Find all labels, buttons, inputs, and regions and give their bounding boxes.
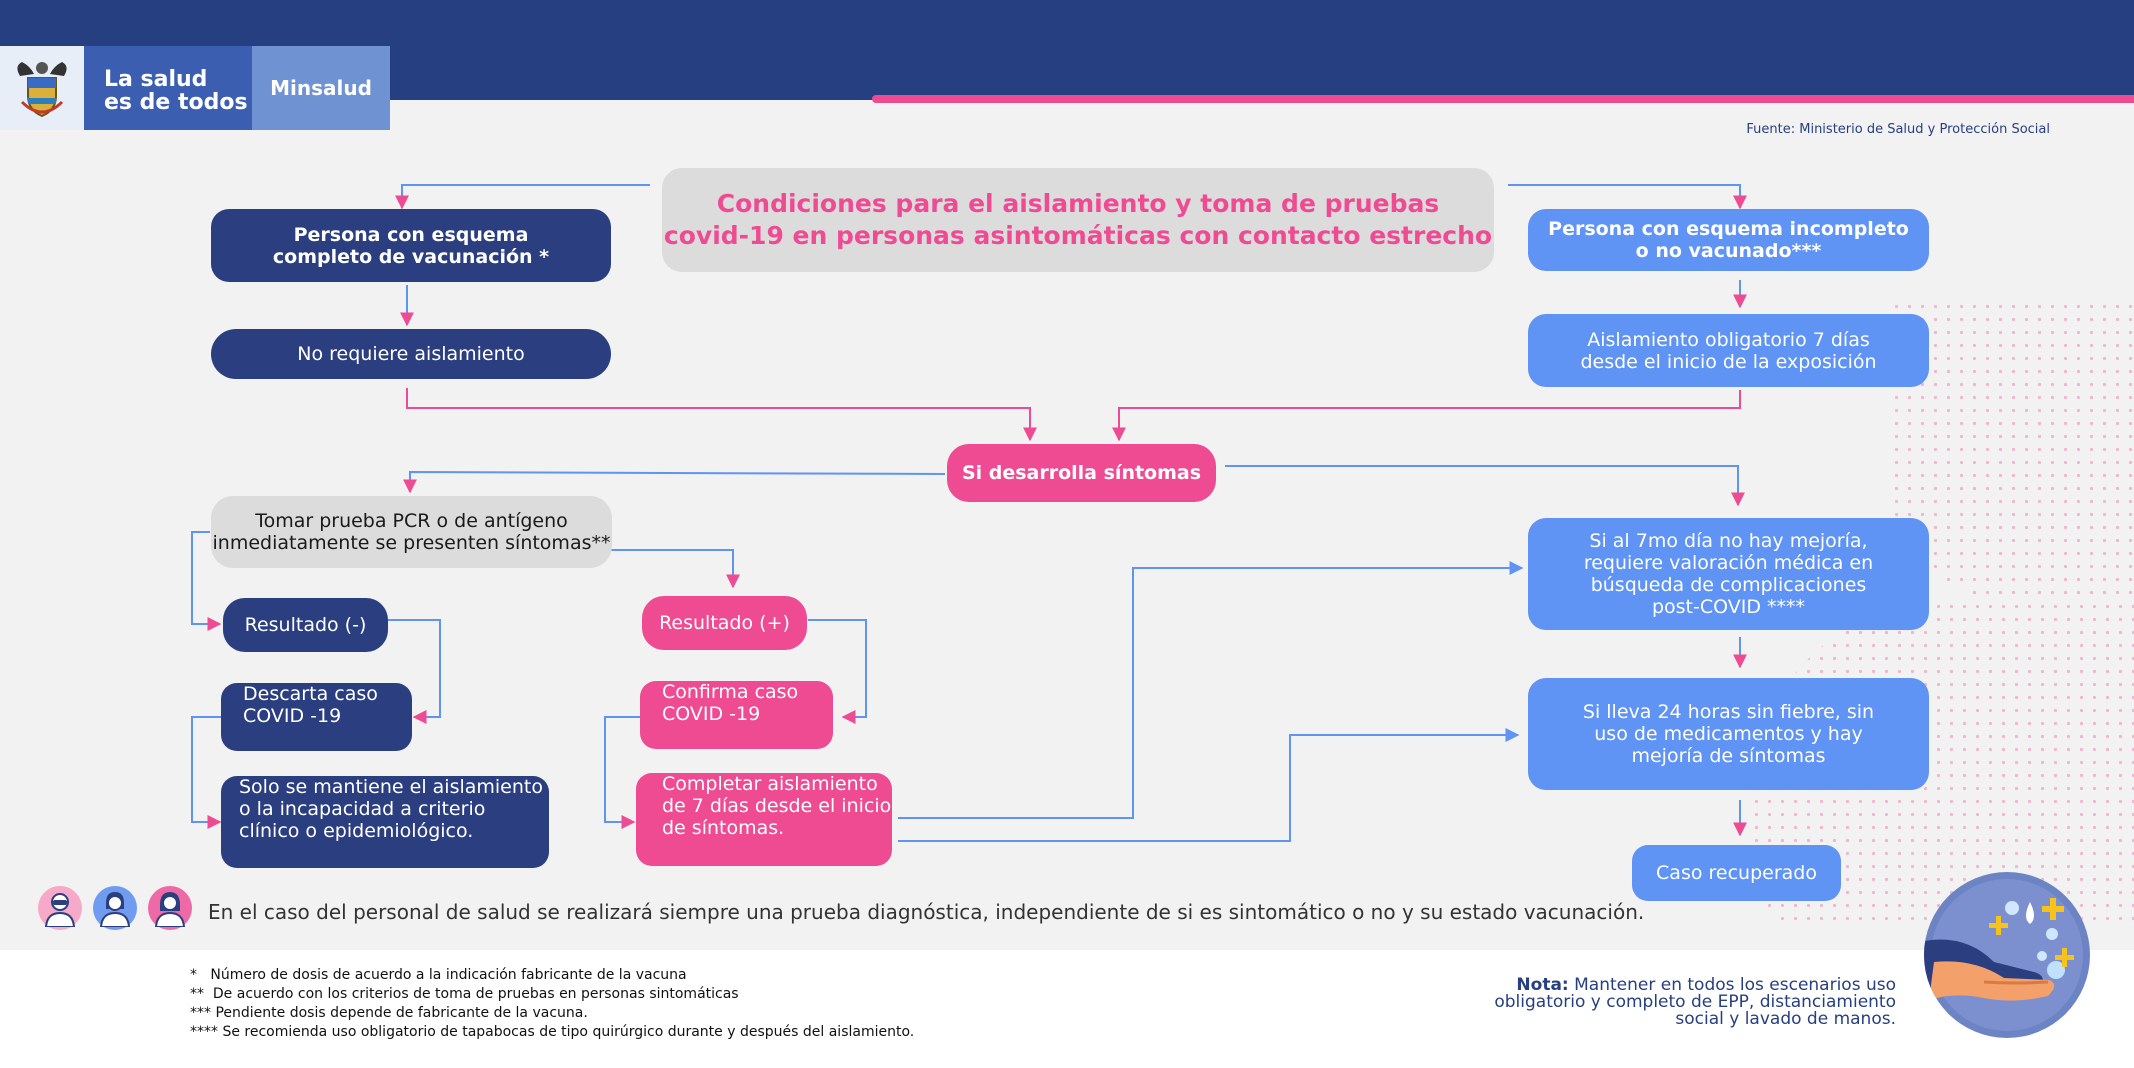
node-incomplete-vaccination: Persona con esquema incompleto o no vacu… [1528, 209, 1929, 271]
node-text: completo de vacunación * [272, 245, 550, 268]
health-worker-icon [148, 886, 192, 930]
ppe-note-line-1: Nota: Mantener en todos los escenarios u… [1390, 977, 1896, 994]
node-text: desde el inicio de la exposición [1580, 350, 1877, 373]
slogan-line-1: La salud [104, 67, 208, 92]
node-text: Solo se mantiene el aislamiento [239, 776, 543, 798]
nurse-icon [93, 886, 137, 930]
ppe-note-line-3: social y lavado de manos. [1675, 1009, 1896, 1029]
footer-bar [0, 950, 2134, 1068]
node-complete-vaccination: Persona con esquema completo de vacunaci… [211, 209, 611, 282]
node-text: Tomar prueba PCR o de antígeno [255, 510, 568, 532]
node-recovered: Caso recuperado [1632, 845, 1841, 901]
node-text: de síntomas. [662, 817, 785, 839]
ppe-note: Nota: Mantener en todos los escenarios u… [1390, 977, 1896, 1028]
node-text: Si al 7mo día no hay mejoría, [1589, 530, 1868, 552]
ministry-logo: Minsalud [252, 46, 390, 130]
node-text: inmediatamente se presenten síntomas** [212, 532, 611, 554]
diagram-title: Condiciones para el aislamiento y toma d… [662, 168, 1494, 272]
coat-of-arms-icon [0, 46, 84, 130]
node-text: Si lleva 24 horas sin fiebre, sin [1582, 701, 1875, 723]
node-text: Confirma caso [662, 681, 799, 703]
node-text: mejoría de síntomas [1631, 745, 1826, 767]
handwashing-icon [1924, 872, 2090, 1038]
node-text: COVID -19 [243, 705, 342, 727]
node-text: o la incapacidad a criterio [239, 798, 486, 820]
footnote-1: * Número de dosis de acuerdo a la indica… [190, 967, 687, 983]
node-text: Aislamiento obligatorio 7 días [1587, 328, 1870, 351]
node-no-improvement: Si al 7mo día no hay mejoría, requiere v… [1528, 518, 1929, 630]
title-line-1: Condiciones para el aislamiento y toma d… [716, 189, 1440, 218]
node-text: post-COVID **** [1651, 596, 1806, 618]
node-result-positive: Resultado (+) [642, 596, 807, 650]
node-confirm-case: Confirma caso COVID -19 [640, 681, 833, 749]
node-develops-symptoms: Si desarrolla síntomas [947, 444, 1216, 502]
node-text: Persona con esquema [293, 223, 529, 246]
footnote-2: ** De acuerdo con los criterios de toma … [190, 986, 739, 1002]
node-text: clínico o epidemiológico. [239, 820, 474, 842]
node-text: o no vacunado*** [1635, 240, 1822, 262]
node-no-isolation: No requiere aislamiento [211, 329, 611, 379]
dot-pattern [1890, 300, 2134, 600]
node-mandatory-isolation: Aislamiento obligatorio 7 días desde el … [1528, 314, 1929, 387]
health-staff-note: En el caso del personal de salud se real… [208, 900, 1645, 924]
node-result-negative: Resultado (-) [223, 598, 388, 652]
footnote-3: *** Pendiente dosis depende de fabricant… [190, 1005, 588, 1021]
title-line-2: covid-19 en personas asintomáticas con c… [663, 221, 1493, 250]
ppe-note-line-2: obligatorio y completo de EPP, distancia… [1494, 992, 1896, 1012]
node-no-fever: Si lleva 24 horas sin fiebre, sin uso de… [1528, 678, 1929, 790]
node-keep-isolation: Solo se mantiene el aislamiento o la inc… [221, 776, 549, 868]
footnote-4: **** Se recomienda uso obligatorio de ta… [190, 1024, 915, 1040]
slogan-line-2: es de todos [104, 90, 248, 115]
node-text: uso de medicamentos y hay [1594, 723, 1863, 745]
ppe-note-text: Mantener en todos los escenarios uso [1574, 975, 1896, 995]
node-text: Persona con esquema incompleto [1548, 218, 1909, 240]
node-text: Completar aislamiento [662, 773, 878, 795]
node-text: búsqueda de complicaciones [1590, 574, 1867, 596]
ppe-note-label: Nota: [1516, 975, 1569, 995]
node-complete-isolation: Completar aislamiento de 7 días desde el… [636, 773, 892, 866]
node-text: COVID -19 [662, 703, 761, 725]
doctor-icon [38, 886, 82, 930]
slogan-logo: La salud es de todos [84, 46, 252, 130]
header-accent-line [872, 95, 2134, 103]
node-take-test: Tomar prueba PCR o de antígeno inmediata… [211, 496, 612, 568]
node-text: Descarta caso [243, 683, 378, 705]
node-text: requiere valoración médica en [1583, 552, 1874, 574]
source-text: Fuente: Ministerio de Salud y Protección… [1746, 122, 2050, 137]
node-text: de 7 días desde el inicio [662, 795, 892, 817]
node-discard-case: Descarta caso COVID -19 [221, 683, 412, 751]
